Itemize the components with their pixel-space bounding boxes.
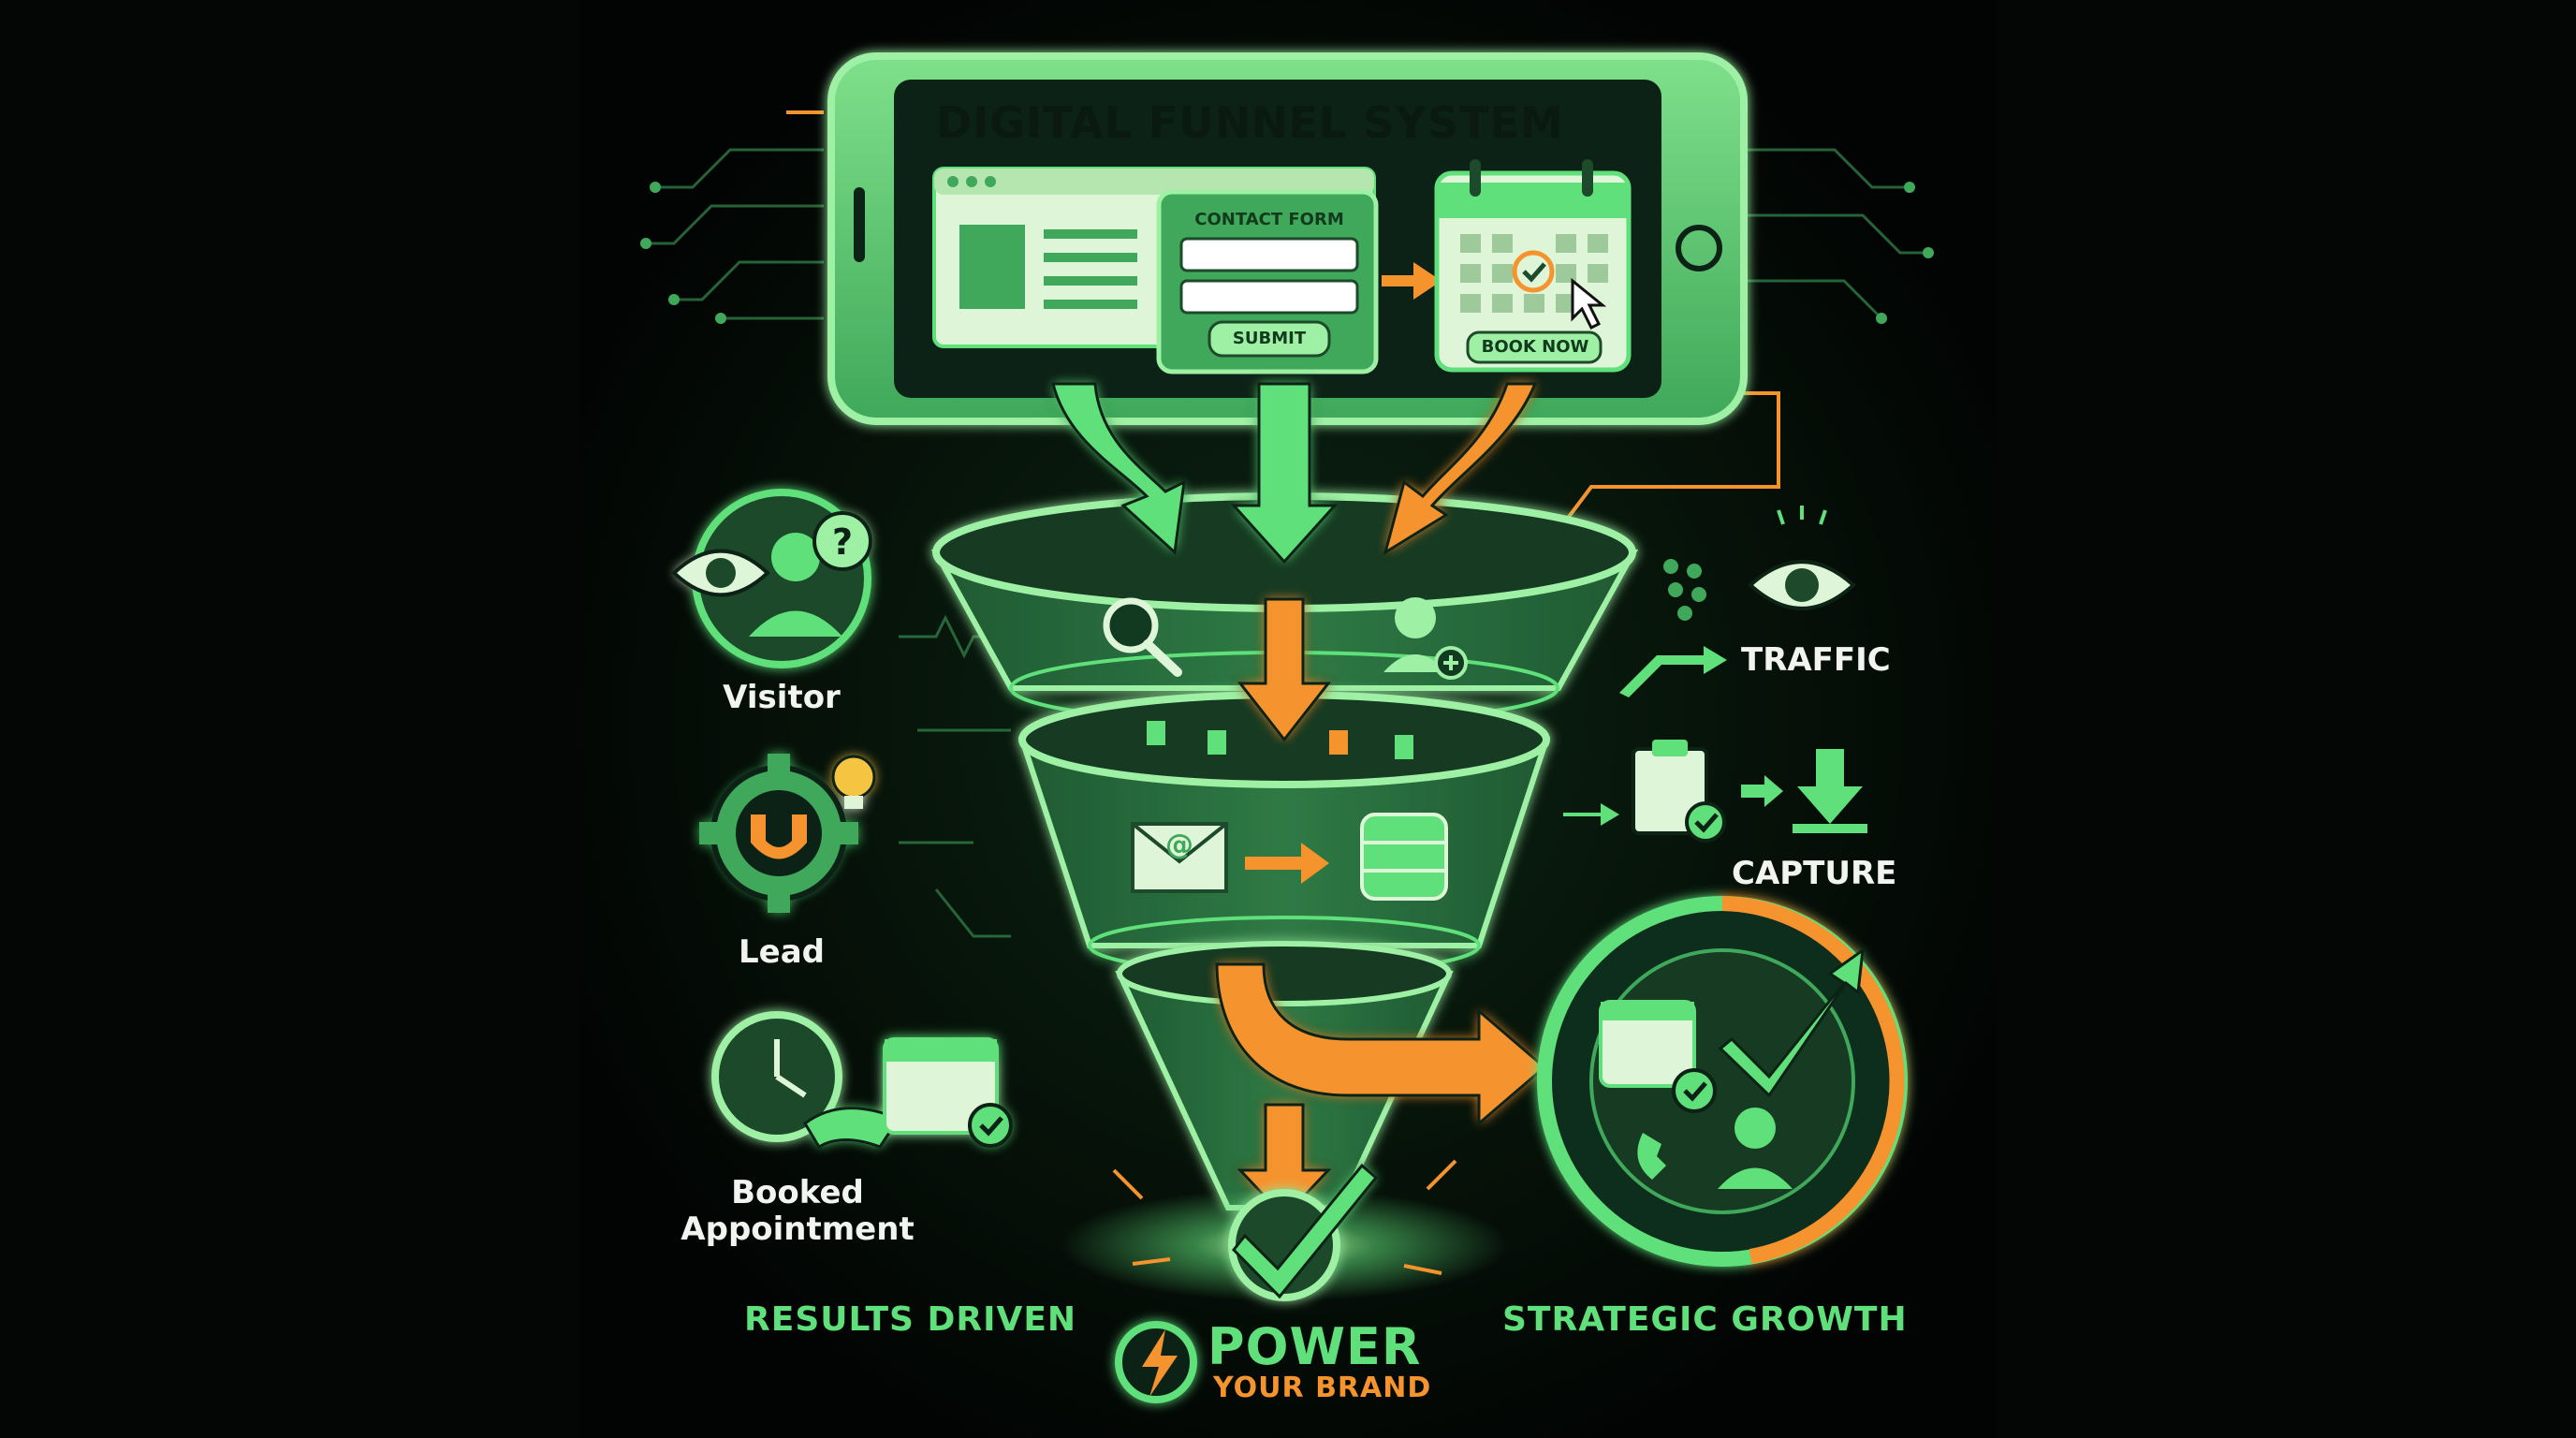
stage-booked-label-line2: Appointment [681, 1211, 915, 1248]
tagline-right: STRATEGIC GROWTH [1502, 1300, 1908, 1339]
person-icon [771, 533, 820, 581]
brand-name: POWER [1208, 1317, 1422, 1376]
envelope-to-database-arrow [1245, 843, 1329, 884]
capture-icons [1563, 740, 1867, 843]
cursor-icon [1571, 277, 1607, 330]
database-icon [1360, 813, 1448, 901]
contact-form-card [1156, 189, 1379, 374]
question-icon [812, 511, 872, 571]
circuit-lines [646, 148, 1928, 938]
phone-icon [1637, 1133, 1666, 1180]
stage-visitor-label: Visitor [723, 679, 841, 716]
check-icon [968, 1103, 1013, 1148]
magnet-icon [751, 814, 807, 859]
calendar-card [1434, 159, 1632, 373]
submit-button: SUBMIT [1232, 329, 1307, 348]
traffic-label: TRAFFIC [1741, 641, 1891, 679]
sparks [1112, 1159, 1457, 1275]
form-to-calendar-arrow [1382, 262, 1442, 300]
lead-badge [699, 754, 876, 913]
search-icon [1103, 597, 1182, 677]
brand-subtitle: YOUR BRAND [1213, 1372, 1432, 1404]
circuit-nodes [640, 182, 1934, 324]
orange-circuit-line-right [1561, 391, 1780, 526]
funnel-bottom-tier [1115, 941, 1454, 1211]
page-title: DIGITAL FUNNEL SYSTEM [936, 97, 1564, 148]
svg-text:?: ? [832, 521, 853, 563]
booked-badge [711, 1011, 1013, 1150]
person-icon [1734, 1108, 1776, 1149]
check-icon [1512, 250, 1555, 293]
success-check-icon [1228, 1163, 1379, 1301]
download-icon [1793, 749, 1867, 833]
growth-ring [1537, 896, 1908, 1267]
capture-label: CAPTURE [1732, 855, 1897, 892]
traffic-icons [1619, 506, 1856, 697]
svg-text:@: @ [1165, 829, 1193, 861]
document-icons [1147, 721, 1413, 759]
book-now-button: BOOK NOW [1481, 337, 1589, 357]
stage-booked-label-line1: Booked [731, 1174, 864, 1211]
stage-lead-label: Lead [738, 933, 826, 971]
tagline-left: RESULTS DRIVEN [744, 1300, 1077, 1339]
lightning-icon [1142, 1329, 1178, 1397]
envelope-icon: @ [1131, 822, 1228, 893]
lightbulb-icon [831, 755, 876, 800]
brand-logo [1115, 1321, 1197, 1403]
add-user-icon [1383, 597, 1468, 680]
visitor-badge: ? [671, 489, 872, 668]
contact-form-title: CONTACT FORM [1194, 210, 1344, 229]
flow-arrows [1051, 382, 1547, 1220]
